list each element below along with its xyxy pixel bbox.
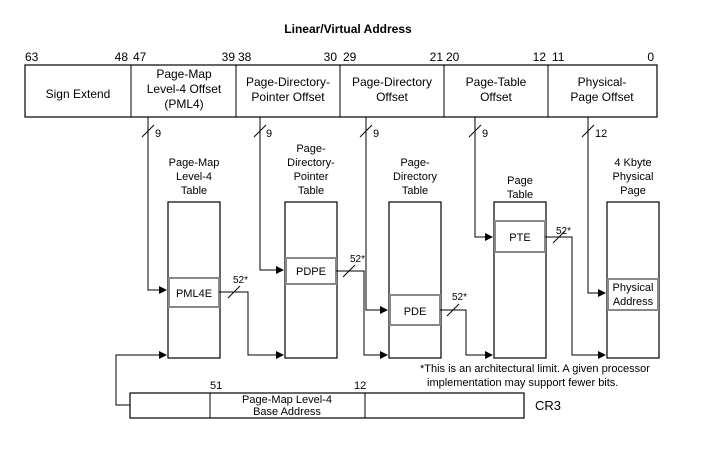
width-slash [581, 124, 595, 138]
pml4-table-heading: Table [181, 185, 207, 197]
pde-width: 52* [452, 292, 467, 303]
physical-address-entry [607, 278, 659, 311]
pml4-table-heading: Page-Map [169, 157, 220, 169]
address-frame [24, 64, 658, 118]
pte-width: 52* [556, 226, 571, 237]
page-offset-width: 12 [595, 128, 607, 140]
pml4-table-heading: Level-4 [176, 171, 212, 183]
field-pml4-line2: Level-4 Offset [147, 82, 222, 96]
pd-table [388, 201, 442, 359]
width-slash [359, 124, 373, 138]
cr3-field-line1: Page-Map Level-4 [242, 394, 332, 406]
bit-label-12: 12 [533, 50, 547, 64]
bit-label-0: 0 [647, 50, 654, 64]
physical-address-label: Physical [613, 282, 654, 294]
width-slash [552, 230, 566, 244]
width-slash [446, 303, 460, 317]
diagram-title: Linear/Virtual Address [284, 22, 412, 36]
linear-address-register: Sign Extend Page-Map Level-4 Offset (PML… [24, 64, 658, 118]
pd-offset-width: 9 [373, 128, 379, 140]
pml4e-width: 52* [233, 275, 248, 286]
page-heading: Physical [613, 171, 654, 183]
cr3-field-line2: Base Address [253, 406, 321, 418]
width-slash [253, 124, 267, 138]
field-pdp-line1: Page-Directory- [246, 75, 330, 89]
pde-to-pt-arrow [440, 309, 493, 359]
bit-label-63: 63 [25, 50, 39, 64]
pdp-table-heading: Pointer [294, 171, 329, 183]
field-pml4-line1: Page-Map [156, 67, 212, 81]
width-slash [141, 124, 155, 138]
pde-label: PDE [404, 306, 427, 318]
field-pd-line2: Offset [376, 90, 408, 104]
pte-label: PTE [509, 232, 530, 244]
bit-label-21: 21 [430, 50, 444, 64]
bit-label-47: 47 [133, 50, 147, 64]
pte-to-page-arrow [545, 236, 606, 359]
pd-table-heading: Page- [400, 157, 430, 169]
bit-label-29: 29 [343, 50, 357, 64]
pt-table-heading: Table [507, 189, 533, 201]
bit-label-20: 20 [446, 50, 460, 64]
pdpe-label: PDPE [296, 266, 326, 278]
pd-table-heading: Table [402, 185, 428, 197]
pml4-offset-width: 9 [155, 128, 161, 140]
pde-entry [389, 294, 441, 326]
pdp-offset-width: 9 [266, 128, 272, 140]
pdp-table-heading: Directory- [287, 157, 335, 169]
pdp-offset-arrow [259, 117, 284, 274]
pd-table-heading: Directory [393, 171, 438, 183]
physical-address-label: Address [613, 296, 654, 308]
field-pd-line1: Page-Directory [352, 75, 432, 89]
entry-arrows: 52* 52* 52* 52* [219, 226, 606, 359]
pdpe-to-pd-arrow [336, 270, 388, 359]
field-pdp-line2: Pointer Offset [251, 90, 325, 104]
cr3-label: CR3 [535, 398, 561, 413]
field-sign-extend: Sign Extend [46, 87, 111, 101]
field-pt-line2: Offset [480, 90, 512, 104]
footnote-line1: *This is an architectural limit. A given… [420, 363, 650, 375]
pdp-table-heading: Page- [296, 143, 326, 155]
cr3-to-pml4-arrow [115, 351, 167, 406]
offset-arrows: 9 9 9 9 12 [141, 117, 607, 314]
bit-label-39: 39 [222, 50, 236, 64]
page-heading: Page [620, 185, 646, 197]
field-offset-line1: Physical- [578, 75, 627, 89]
field-pt-line1: Page-Table [466, 75, 527, 89]
bit-label-48: 48 [115, 50, 129, 64]
width-slash [468, 124, 482, 138]
cr3-register: 51 12 Page-Map Level-4 Base Address CR3 [129, 380, 561, 419]
pml4e-to-pdp-arrow [219, 291, 284, 359]
bit-label-11: 11 [552, 50, 565, 64]
pml4e-entry [168, 277, 220, 308]
bit-label-30: 30 [324, 50, 338, 64]
pdp-table-heading: Table [298, 185, 324, 197]
bit-position-labels: 63 48 47 39 38 30 29 21 20 12 11 0 [25, 50, 654, 64]
field-pml4-line3: (PML4) [164, 97, 203, 111]
field-offset-line2: Page Offset [570, 90, 634, 104]
cr3-bit-51: 51 [210, 380, 222, 392]
width-slash [342, 264, 356, 278]
pdpe-width: 52* [350, 254, 365, 265]
pml4-offset-arrow [147, 117, 167, 294]
cr3-bit-12: 12 [354, 380, 366, 392]
footnote-line2: implementation may support fewer bits. [427, 377, 618, 389]
page-heading: 4 Kbyte [614, 157, 651, 169]
pt-table-heading: Page [507, 175, 533, 187]
cr3-frame [129, 392, 525, 419]
bit-label-38: 38 [238, 50, 252, 64]
table-headings: Page-Map Level-4 Table Page- Directory- … [169, 143, 654, 201]
width-slash [227, 285, 241, 299]
pd-offset-arrow [365, 117, 388, 314]
pt-offset-width: 9 [482, 128, 488, 140]
page-offset-arrow [587, 117, 606, 297]
pt-offset-arrow [474, 117, 493, 241]
pml4e-label: PML4E [176, 288, 212, 300]
